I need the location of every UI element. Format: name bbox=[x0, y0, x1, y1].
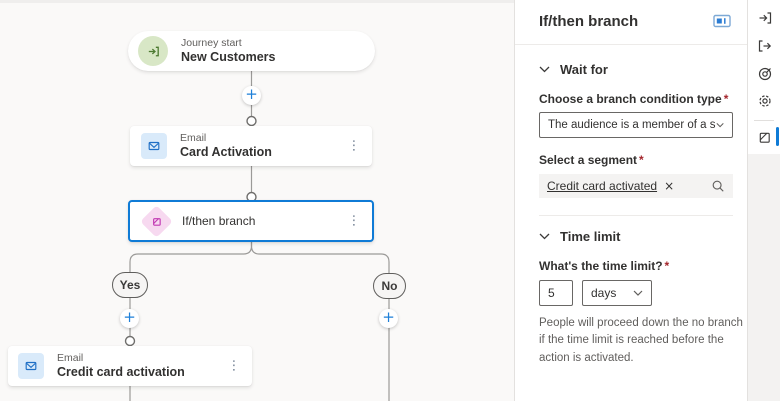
wait-for-heading: Wait for bbox=[560, 62, 608, 77]
settings-gear-icon[interactable] bbox=[748, 89, 780, 113]
search-segment-button[interactable] bbox=[711, 179, 725, 193]
email-icon bbox=[18, 353, 44, 379]
email-credit-card-activation-text: Email Credit card activation bbox=[57, 352, 185, 381]
condition-type-label: Choose a branch condition type* bbox=[539, 92, 733, 106]
node-menu-button[interactable]: ⋮ bbox=[347, 213, 361, 229]
segment-label: Select a segment* bbox=[539, 153, 733, 167]
node-title-label: Card Activation bbox=[180, 144, 272, 159]
add-step-button[interactable]: + bbox=[242, 86, 261, 105]
canvas-top-band bbox=[0, 0, 514, 3]
add-step-button-no-branch[interactable]: + bbox=[379, 309, 398, 328]
node-title-label: New Customers bbox=[181, 49, 276, 64]
connector-dot bbox=[246, 115, 257, 127]
node-kind-label: Email bbox=[57, 351, 84, 364]
journey-exit-icon[interactable] bbox=[748, 34, 780, 58]
time-unit-dropdown[interactable]: days bbox=[582, 280, 652, 306]
time-limit-section-toggle[interactable]: Time limit bbox=[539, 229, 733, 244]
properties-panel: If/then branch Wait for Choose a branch … bbox=[514, 0, 747, 401]
time-limit-heading: Time limit bbox=[560, 229, 621, 244]
panel-title: If/then branch bbox=[539, 13, 639, 30]
email-icon bbox=[141, 133, 167, 159]
journey-entry-icon[interactable] bbox=[748, 6, 780, 30]
panel-header: If/then branch bbox=[515, 0, 747, 45]
node-kind-label: Email bbox=[180, 131, 207, 144]
node-kind-label: Journey start bbox=[181, 36, 242, 49]
journey-canvas[interactable]: Journey start New Customers + Email Card… bbox=[0, 0, 514, 401]
chevron-down-icon bbox=[539, 66, 550, 73]
rail-divider bbox=[754, 120, 774, 121]
rename-icon[interactable] bbox=[713, 14, 731, 33]
wait-for-section-toggle[interactable]: Wait for bbox=[539, 62, 733, 77]
node-menu-button[interactable]: ⋮ bbox=[347, 138, 361, 154]
email-card-activation-text: Email Card Activation bbox=[180, 132, 272, 161]
goal-icon[interactable] bbox=[748, 62, 780, 86]
rail-icon-group bbox=[748, 0, 780, 154]
panel-switcher-rail bbox=[747, 0, 780, 401]
time-limit-label: What's the time limit?* bbox=[539, 259, 733, 273]
add-step-button-yes-branch[interactable]: + bbox=[120, 309, 139, 328]
selected-panel-indicator bbox=[776, 127, 779, 146]
panel-body: Wait for Choose a branch condition type*… bbox=[515, 62, 747, 367]
search-icon bbox=[712, 180, 724, 192]
branch-properties-icon[interactable] bbox=[748, 125, 780, 149]
condition-type-dropdown[interactable]: The audience is a member of a segment bbox=[539, 112, 733, 138]
connector-dot bbox=[124, 335, 136, 347]
condition-type-label-text: Choose a branch condition type bbox=[539, 92, 722, 106]
node-title-label: If/then branch bbox=[182, 214, 256, 228]
node-menu-button[interactable]: ⋮ bbox=[227, 358, 241, 374]
branch-no-label: No bbox=[373, 273, 406, 299]
time-limit-inputs: days bbox=[539, 280, 733, 306]
required-marker: * bbox=[723, 92, 729, 106]
email-card-activation-node[interactable]: Email Card Activation ⋮ bbox=[130, 126, 372, 166]
segment-label-text: Select a segment bbox=[539, 153, 638, 167]
segment-picker-field[interactable]: Credit card activated × bbox=[539, 174, 733, 198]
chevron-down-icon bbox=[633, 290, 643, 296]
required-marker: * bbox=[639, 153, 644, 167]
section-divider bbox=[539, 215, 733, 216]
required-marker: * bbox=[664, 259, 670, 273]
journey-start-text: Journey start New Customers bbox=[181, 37, 275, 66]
journey-start-node[interactable]: Journey start New Customers bbox=[128, 31, 375, 71]
time-amount-input[interactable] bbox=[539, 280, 573, 306]
node-title-label: Credit card activation bbox=[57, 364, 185, 379]
condition-type-value: The audience is a member of a segment bbox=[548, 119, 716, 131]
segment-tag-text[interactable]: Credit card activated bbox=[547, 179, 658, 193]
remove-segment-icon[interactable]: × bbox=[664, 179, 675, 193]
if-then-branch-node[interactable]: If/then branch ⋮ bbox=[128, 200, 374, 242]
time-limit-label-text: What's the time limit? bbox=[539, 259, 663, 273]
journey-start-icon bbox=[138, 36, 168, 66]
segment-tag[interactable]: Credit card activated × bbox=[547, 179, 674, 193]
email-credit-card-activation-node[interactable]: Email Credit card activation ⋮ bbox=[8, 346, 252, 386]
if-then-branch-icon bbox=[140, 204, 173, 238]
chevron-down-icon bbox=[539, 233, 550, 240]
chevron-down-icon bbox=[716, 123, 724, 128]
branch-yes-label: Yes bbox=[112, 272, 148, 298]
time-limit-help-text: People will proceed down the no branch i… bbox=[539, 317, 743, 364]
time-unit-value: days bbox=[591, 286, 617, 300]
